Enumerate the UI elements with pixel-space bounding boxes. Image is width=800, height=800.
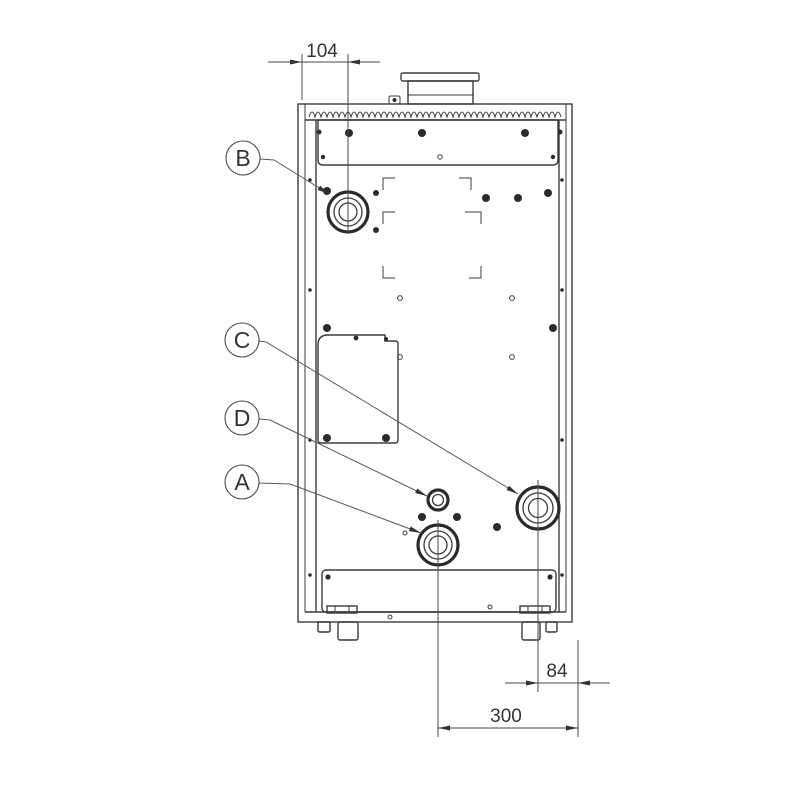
mounting-hole bbox=[373, 227, 379, 233]
mounting-hole bbox=[316, 129, 322, 135]
top-plate-outline bbox=[317, 119, 559, 166]
edge-hole bbox=[560, 438, 564, 442]
mounting-hole bbox=[353, 335, 359, 341]
mounting-hole bbox=[509, 354, 515, 360]
foot bbox=[545, 621, 558, 633]
callout-c-circle bbox=[224, 322, 260, 358]
edge-hole bbox=[560, 288, 564, 292]
edge-hole bbox=[308, 288, 312, 292]
corner-mark bbox=[465, 211, 482, 224]
mounting-hole bbox=[482, 194, 490, 202]
callout-b-circle bbox=[225, 140, 261, 176]
mounting-hole bbox=[549, 324, 557, 332]
top-plate bbox=[317, 119, 559, 166]
dimension-right: 84 bbox=[505, 480, 610, 737]
mounting-hole bbox=[323, 324, 331, 332]
mounting-hole bbox=[323, 434, 331, 442]
mounting-hole bbox=[437, 154, 443, 160]
dimension-bottom-value: 300 bbox=[490, 706, 522, 727]
callout-a-leader bbox=[258, 482, 422, 534]
connection-stub bbox=[521, 621, 541, 641]
boiler-body bbox=[297, 103, 573, 641]
edge-hole bbox=[560, 573, 564, 577]
callout-c-leader bbox=[258, 340, 519, 495]
flue-cap bbox=[400, 72, 480, 82]
pipe-d bbox=[426, 488, 450, 512]
casing-outline bbox=[297, 103, 573, 623]
flue-outlet bbox=[388, 72, 480, 105]
mounting-hole bbox=[384, 337, 388, 341]
connection-stub bbox=[337, 621, 359, 641]
mounting-hole bbox=[418, 129, 426, 137]
dimension-arrow bbox=[290, 59, 302, 65]
dimension-arrow bbox=[526, 680, 538, 686]
callout-d-label: D bbox=[234, 405, 251, 431]
bottom-plate bbox=[321, 569, 557, 614]
pipe-d-bore bbox=[431, 493, 445, 507]
dimension-arrow bbox=[438, 725, 450, 731]
bottom-feet bbox=[317, 621, 558, 641]
edge-hole bbox=[560, 178, 564, 182]
callout-d-circle bbox=[224, 400, 260, 436]
mounting-hole bbox=[547, 574, 553, 580]
callout-c: C bbox=[224, 322, 519, 495]
dimension-arrow bbox=[578, 680, 590, 686]
mounting-hole bbox=[418, 513, 426, 521]
pipe-d-outer bbox=[426, 488, 450, 512]
mounting-hole bbox=[402, 530, 408, 536]
corner-mark bbox=[382, 211, 395, 224]
callout-b-leader bbox=[259, 158, 330, 195]
mounting-hole bbox=[557, 129, 563, 135]
dimension-bottom: 300 bbox=[437, 520, 578, 737]
callout-a-circle bbox=[224, 464, 260, 500]
mounting-hole bbox=[387, 614, 393, 620]
dimension-arrow bbox=[566, 725, 578, 731]
mounting-hole bbox=[325, 574, 331, 580]
mounting-hole bbox=[521, 129, 529, 137]
access-panel-outline bbox=[317, 334, 399, 444]
corner-mark bbox=[459, 177, 472, 190]
callout-b: B bbox=[225, 140, 330, 195]
flue-neck bbox=[407, 80, 474, 105]
edge-hole bbox=[308, 178, 312, 182]
bottom-bracket-left bbox=[326, 605, 358, 614]
dimension-arrow bbox=[348, 59, 360, 65]
corner-mark bbox=[382, 266, 395, 279]
corner-mark bbox=[469, 266, 482, 279]
callout-a-label: A bbox=[234, 469, 250, 495]
callout-b-label: B bbox=[235, 145, 250, 171]
bottom-plate-outline bbox=[321, 569, 557, 613]
mounting-hole bbox=[345, 129, 353, 137]
mounting-hole bbox=[550, 154, 556, 160]
mounting-hole bbox=[487, 604, 493, 610]
mounting-hole bbox=[453, 513, 461, 521]
mounting-hole bbox=[493, 523, 501, 531]
template-corner-marks bbox=[382, 177, 482, 279]
mounting-hole bbox=[397, 295, 403, 301]
corner-mark bbox=[382, 177, 395, 190]
callout-a: A bbox=[224, 464, 422, 534]
access-panel bbox=[317, 334, 399, 444]
bottom-bracket-right bbox=[519, 605, 551, 614]
mounting-hole bbox=[382, 434, 390, 442]
mounting-hole bbox=[514, 194, 522, 202]
callout-d-leader bbox=[258, 418, 428, 497]
top-rim-pattern bbox=[308, 111, 562, 119]
callout-d: D bbox=[224, 400, 428, 497]
edge-hole bbox=[308, 573, 312, 577]
dimension-top-value: 104 bbox=[306, 41, 338, 62]
foot bbox=[317, 621, 331, 633]
callout-c-label: C bbox=[234, 327, 251, 353]
dimension-top: 104 bbox=[268, 41, 380, 232]
mounting-hole bbox=[320, 154, 326, 160]
mounting-hole bbox=[509, 295, 515, 301]
test-point-hole bbox=[392, 98, 397, 102]
dimension-right-value: 84 bbox=[546, 661, 568, 682]
mounting-hole bbox=[373, 190, 379, 196]
mounting-hole bbox=[544, 189, 552, 197]
